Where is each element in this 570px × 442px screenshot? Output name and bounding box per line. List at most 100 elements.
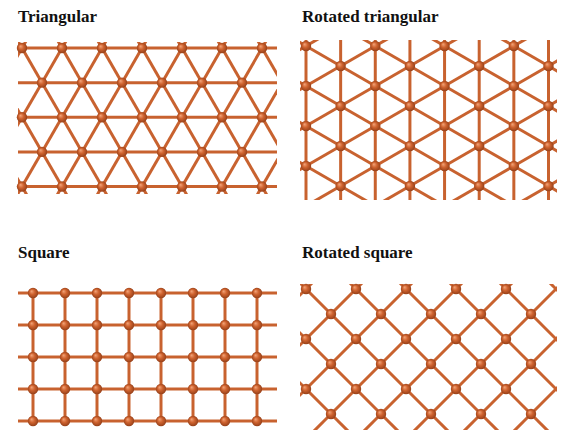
bond [306, 40, 341, 46]
bond [22, 47, 62, 50]
atom [188, 352, 198, 362]
atom [57, 181, 67, 191]
atom [220, 288, 230, 298]
bond [42, 81, 82, 84]
bond [479, 86, 514, 106]
atom [301, 81, 311, 91]
atom [501, 384, 511, 394]
atom [351, 384, 361, 394]
bond [479, 186, 514, 200]
bond [306, 389, 331, 414]
atom-group [301, 284, 536, 419]
bond [162, 152, 182, 187]
atom [220, 352, 230, 362]
bond-group [18, 288, 277, 426]
atom [156, 384, 166, 394]
bond [242, 117, 262, 152]
bond [506, 314, 531, 339]
bond [445, 126, 480, 146]
bond [478, 66, 481, 106]
bond [431, 389, 456, 414]
panel-title: Rotated square [302, 244, 413, 263]
atom [137, 181, 147, 191]
bond [556, 289, 557, 314]
bond [479, 106, 514, 126]
atom [77, 77, 87, 87]
atom [157, 147, 167, 157]
bond [481, 339, 506, 364]
bond [381, 389, 406, 414]
atom [405, 101, 415, 111]
bond [356, 314, 381, 339]
bond [102, 185, 142, 188]
bond [222, 47, 262, 50]
bond [375, 126, 410, 146]
bond [82, 81, 122, 84]
bond [22, 48, 42, 83]
atom [57, 43, 67, 53]
atom [188, 288, 198, 298]
bond [242, 81, 277, 84]
bond [306, 86, 341, 106]
atom [501, 284, 511, 294]
bond [479, 40, 514, 46]
bond [479, 126, 514, 146]
bond [374, 46, 377, 86]
bond [431, 314, 456, 339]
panel-title: Square [18, 244, 70, 263]
bond [341, 106, 376, 126]
atom [37, 147, 47, 157]
atom [124, 352, 134, 362]
bond [42, 150, 82, 153]
panel-title: Triangular [18, 8, 97, 27]
atom [252, 320, 262, 330]
atom [28, 320, 38, 330]
bond [306, 166, 341, 186]
panel-title: Rotated triangular [302, 8, 438, 27]
bond [42, 48, 62, 83]
bond [102, 48, 122, 83]
bond [531, 339, 556, 364]
bond [142, 152, 162, 187]
bond [339, 66, 342, 106]
atom [217, 181, 227, 191]
atom [220, 320, 230, 330]
bond [22, 116, 62, 119]
bond [556, 284, 557, 289]
bond [18, 152, 22, 187]
atom [370, 121, 380, 131]
atom [335, 181, 345, 191]
atom [543, 141, 553, 151]
bond [306, 66, 341, 86]
bond [445, 186, 480, 200]
bond [202, 152, 222, 187]
bond [479, 46, 514, 66]
bond [306, 146, 341, 166]
bond-group [300, 40, 557, 200]
atom [301, 41, 311, 51]
bond [445, 106, 480, 126]
bond [506, 339, 531, 364]
bond [531, 314, 556, 339]
bond [162, 117, 182, 152]
atom [326, 359, 336, 369]
atom [60, 384, 70, 394]
atom [370, 81, 380, 91]
bond [514, 126, 549, 146]
atom [217, 43, 227, 53]
bond [62, 116, 102, 119]
bond [514, 86, 549, 106]
bond [306, 314, 331, 339]
atom [117, 147, 127, 157]
bond [514, 40, 549, 46]
bond [202, 83, 222, 118]
bond [102, 117, 122, 152]
atom [426, 359, 436, 369]
bond [300, 414, 306, 430]
bond [478, 106, 481, 146]
bond [242, 152, 262, 187]
bond [62, 152, 82, 187]
atom [124, 320, 134, 330]
bond [443, 86, 446, 126]
